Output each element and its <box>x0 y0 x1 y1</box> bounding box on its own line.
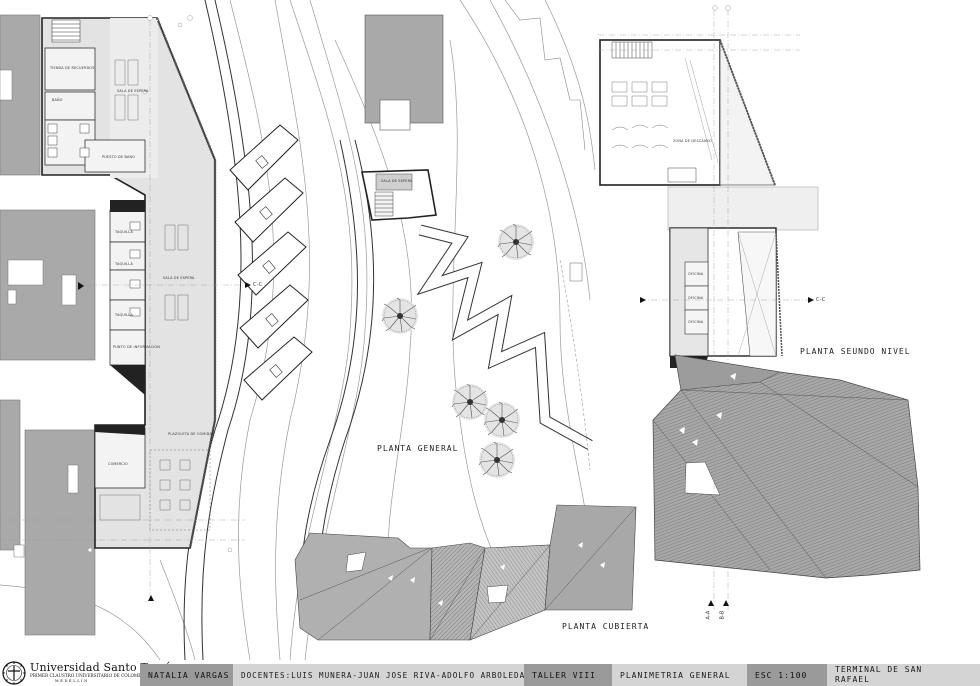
room-taquilla-2: TAQUILLA <box>115 262 133 266</box>
contour-lines <box>0 0 596 660</box>
section-cc-right: C-C <box>816 297 826 303</box>
label-planta-segundo-nivel: PLANTA SEUNDO NIVEL <box>800 347 911 356</box>
university-city: MEDELLÍN <box>55 679 89 683</box>
section-bb: B-B <box>719 610 726 620</box>
section-arrow-icon <box>78 282 814 606</box>
bus-bays <box>229 124 313 401</box>
roof-plan <box>294 504 637 641</box>
university-seal-icon <box>2 661 26 685</box>
room-oficina-1: OFICINA <box>688 272 704 276</box>
room-taquilla-1: TAQUILLA <box>115 230 133 234</box>
room-plazoleta: PLAZOLETA DE COMIDAS <box>168 432 215 436</box>
scale: ESC 1:100 <box>747 664 827 686</box>
room-informacion: PUNTO DE INFORMACION <box>113 345 160 349</box>
main-floor-plan <box>41 17 217 549</box>
student-name: NATALIA VARGAS <box>140 664 233 686</box>
room-sala-espera-2: SALA DE ESPERA <box>163 276 195 280</box>
section-aa: A-A <box>705 610 712 620</box>
room-descanso: ZONA DE DESCANSO <box>673 139 712 143</box>
architectural-drawing <box>0 0 921 660</box>
university-subtitle: PRIMER CLAUSTRO UNIVERSITARIO DE COLOMBI… <box>30 673 146 678</box>
upper-level-plan <box>599 39 921 579</box>
room-bano: BAÑO <box>52 98 63 102</box>
teachers: DOCENTES:LUIS MUNERA-JUAN JOSE RIVA-ADOL… <box>233 664 524 686</box>
room-oficina-2: OFICINA <box>688 296 704 300</box>
grid-lines <box>0 10 815 610</box>
room-sala-espera-1: SALA DE ESPERA <box>117 89 149 93</box>
sheet-name: PLANIMETRIA GENERAL <box>612 664 747 686</box>
room-puesto: PUESTO DE BANO <box>102 155 136 159</box>
section-cc-left: C-C <box>253 282 263 288</box>
site-center <box>361 0 593 471</box>
room-oficina-3: OFICINA <box>688 320 704 324</box>
room-escaleras: SALA DE ESPERA <box>381 179 413 183</box>
project-name: TERMINAL DE SAN RAFAEL <box>827 664 980 686</box>
course: TALLER VIII <box>524 664 612 686</box>
block-courtyards <box>0 69 79 558</box>
drawing-sheet: PLANTA GENERAL PLANTA CUBIERTA PLANTA SE… <box>0 0 921 660</box>
room-comercio: COMERCIO <box>108 462 128 466</box>
room-tienda: TIENDA DE RECUERDOS <box>50 66 95 70</box>
label-planta-cubierta: PLANTA CUBIERTA <box>562 622 650 631</box>
room-taquilla-3: TAQUILLA <box>115 313 133 317</box>
label-planta-general: PLANTA GENERAL <box>377 444 459 453</box>
